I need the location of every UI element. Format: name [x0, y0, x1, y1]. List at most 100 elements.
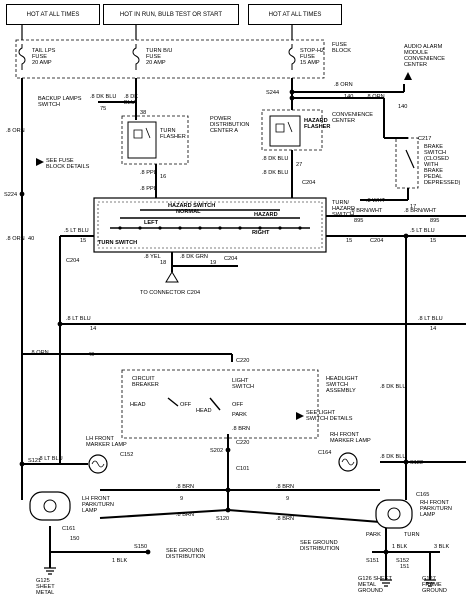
wire-lt-blu-1: .5 LT BLU	[64, 228, 89, 234]
fuse-tail-lps-name: TAIL LPS	[32, 48, 56, 54]
see-ground-right-2: DISTRIBUTION	[300, 546, 339, 552]
circuit-numbers: 40 40 140 140 38 75 16 27 17 15 15 15 14…	[28, 94, 439, 570]
circuit-150: 150	[70, 536, 79, 542]
head-label-2: HEAD	[196, 408, 212, 414]
wire-orn-4: .8 ORN	[334, 82, 353, 88]
g125-2: SHEET	[36, 584, 55, 590]
wire-blk-2: 3 BLK	[434, 544, 450, 550]
fuse-block-box	[15, 39, 325, 79]
circuit-140-1: 140	[398, 104, 407, 110]
wire-dk-blu-5: .8 DK BLU	[380, 384, 406, 390]
conn-c217: C217	[418, 136, 431, 142]
power-dist-line3: CENTER A	[210, 128, 238, 134]
headlight-switch-1: HEADLIGHT	[326, 376, 359, 382]
rh-front-park-turn-lamp: RH FRONT PARK/TURN LAMP PARK TURN	[366, 499, 452, 538]
hazard-flasher-icon	[269, 115, 301, 147]
backup-lamps-1: BACKUP LAMPS	[38, 96, 82, 102]
brake-switch-line6: PEDAL	[424, 174, 442, 180]
headlight-switch-box	[121, 369, 319, 439]
rh-front-marker-lamp: RH FRONT MARKER LAMP	[330, 432, 371, 472]
wire-labels: .8 ORN .8 ORN .8 ORN .8 ORN .8 ORN .8 DK…	[6, 82, 450, 564]
rh-marker-1: RH FRONT	[330, 432, 359, 438]
lh-park-1: LH FRONT	[82, 496, 111, 502]
conn-s122: S122	[410, 460, 423, 466]
wire-lt-blu-5: .8 LT BLU	[38, 456, 63, 462]
circuit-15-3: 15	[430, 238, 436, 244]
rh-park-2: PARK/TURN	[420, 506, 452, 512]
circuit-breaker-2: BREAKER	[132, 382, 159, 388]
circuit-breaker-1: CIRCUIT	[132, 376, 155, 382]
wire-blu: BLU	[124, 100, 135, 106]
lh-marker-2: MARKER LAMP	[86, 442, 127, 448]
header-hot-at-all-times-right: HOT AT ALL TIMES	[248, 4, 342, 25]
g126-1: G126 SHEET	[358, 576, 392, 582]
wire-dk-blu-3: .8 DK BLU	[262, 156, 288, 162]
fuse-stop-hz-rating: 15 AMP	[300, 60, 320, 66]
fuse-tail-lps-word: FUSE	[32, 54, 47, 60]
head-label: HEAD	[130, 402, 146, 408]
wire-ppl-2: .8 PPL	[140, 186, 157, 192]
circuit-19: 19	[210, 260, 216, 266]
wire-dk-blu-6: .8 DK BLU	[380, 454, 406, 460]
power-dist-line1: POWER	[210, 116, 231, 122]
convenience-center-box	[261, 109, 323, 151]
conn-s120: S120	[216, 516, 229, 522]
see-fuse-block-2: BLOCK DETAILS	[46, 164, 90, 170]
fuse-stop-hz-name: STOP-HZ	[300, 48, 325, 54]
rh-park-3: LAMP	[420, 512, 436, 518]
wire-brn-2: .8 BRN	[176, 484, 194, 490]
fuse-turn-bu: TURN B/U FUSE 20 AMP	[132, 44, 172, 70]
circuit-140-2: 140	[344, 94, 353, 100]
rh-park-1: RH FRONT	[420, 500, 449, 506]
wire-brn-4: .8 BRN	[176, 512, 194, 518]
g127-2: FRAME	[422, 582, 442, 588]
conn-c220-2: C220	[236, 440, 249, 446]
wire-brn-3: .8 BRN	[276, 484, 294, 490]
light-switch-2: SWITCH	[232, 384, 254, 390]
brake-switch-line7: DEPRESSED)	[424, 180, 461, 186]
lh-park-2: PARK/TURN	[82, 502, 114, 508]
conn-s244: S244	[266, 90, 279, 96]
conn-c204-4: C204	[224, 256, 237, 262]
see-light-switch-2: SWITCH DETAILS	[306, 416, 353, 422]
circuit-75: 75	[100, 106, 106, 112]
see-light-switch-1: SEE LIGHT	[306, 410, 336, 416]
right-label: RIGHT	[252, 230, 270, 236]
wire-brn-5: .8 BRN	[276, 516, 294, 522]
headlight-switch-3: ASSEMBLY	[326, 388, 356, 394]
fuse-stop-hz: STOP-HZ FUSE 15 AMP	[288, 44, 325, 70]
switch-contact-dots	[118, 226, 302, 230]
lh-front-park-turn-lamp: LH FRONT PARK/TURN LAMP	[29, 491, 114, 521]
fuse-turn-bu-rating: 20 AMP	[146, 60, 166, 66]
power-distribution-box	[121, 115, 189, 165]
lh-park-3: LAMP	[82, 508, 98, 514]
conn-s152: S152	[396, 558, 409, 564]
brake-switch-line3: (CLOSED	[424, 156, 449, 162]
backup-lamps-2: SWITCH	[38, 102, 60, 108]
light-switch-contacts	[167, 397, 221, 411]
conn-c204-3: C204	[66, 258, 79, 264]
header-hot-in-run: HOT IN RUN, BULB TEST OR START	[103, 4, 239, 25]
switch-contacts	[110, 209, 310, 229]
fuse-block-label-2: BLOCK	[332, 48, 351, 54]
conn-s150: S150	[134, 544, 147, 550]
ground-symbols	[44, 567, 436, 587]
g126-2: METAL	[358, 582, 376, 588]
splice-dots	[19, 89, 409, 555]
wire-ppl-1: .8 PPL	[140, 170, 157, 176]
fuse-turn-bu-name: TURN B/U	[146, 48, 172, 54]
circuit-27: 27	[296, 162, 302, 168]
wire-orn-3: .8 ORN	[30, 350, 49, 356]
headlight-switch-2: SWITCH	[326, 382, 348, 388]
brake-switch-line5: BRAKE	[424, 168, 443, 174]
hazard-switch-normal-1: HAZARD SWITCH	[168, 203, 215, 209]
circuit-14-2: 14	[430, 326, 436, 332]
circuit-9-1: 9	[180, 496, 183, 502]
wire-lt-blu-3: .8 LT BLU	[66, 316, 91, 322]
left-label: LEFT	[144, 220, 159, 226]
wire-blk-3: 1 BLK	[392, 544, 408, 550]
circuit-16: 16	[160, 174, 166, 180]
circuit-895-2: 895	[430, 218, 439, 224]
brake-switch-note: BRAKE SWITCH (CLOSED WITH BRAKE PEDAL DE…	[424, 144, 461, 186]
wire-orn-1: .8 ORN	[6, 128, 25, 134]
